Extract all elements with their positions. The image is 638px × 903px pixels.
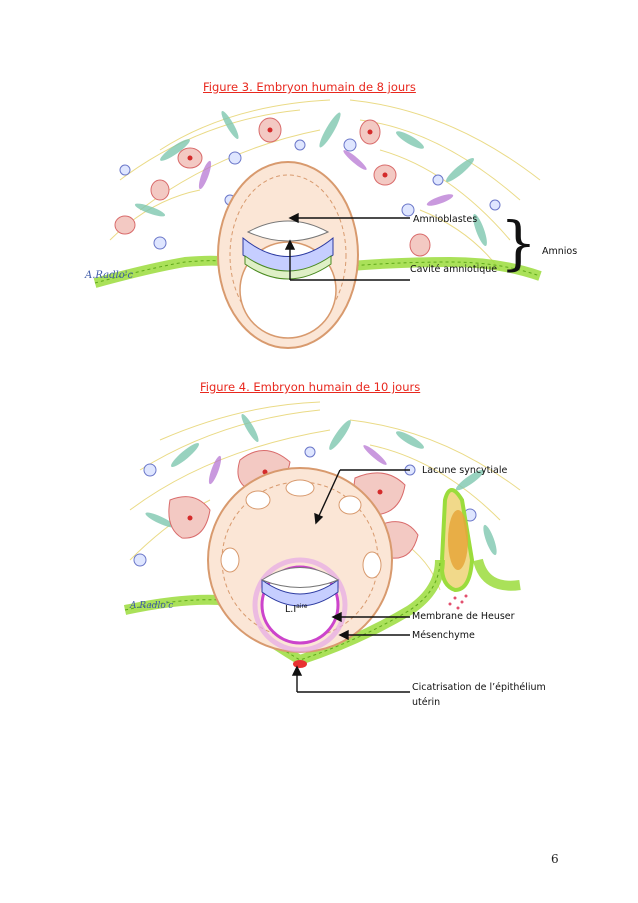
label-amnioblastes: Amnioblastes <box>413 214 478 225</box>
label-mesenchyme: Mésenchyme <box>412 630 475 641</box>
label-membrane-heuser: Membrane de Heuser <box>412 611 515 622</box>
figure-3-title: Figure 3. Embryon humain de 8 jours <box>203 80 416 94</box>
svg-text:A.Radlo'c: A.Radlo'c <box>129 601 173 611</box>
svg-text:A.Radlo'c: A.Radlo'c <box>84 270 133 281</box>
amnios-brace: } <box>500 209 537 277</box>
label-li-sup: aire <box>296 603 308 610</box>
label-amnios: Amnios <box>542 246 578 257</box>
label-li-text: L.I <box>285 604 297 616</box>
label-cicatrisation: Cicatrisation de l’épithélium utérin <box>412 682 546 708</box>
page-number: 6 <box>551 852 559 866</box>
label-lacune-syncytiale: Lacune syncytiale <box>422 465 508 476</box>
figure-4-title: Figure 4. Embryon humain de 10 jours <box>200 380 421 394</box>
label-li: L.Iaire <box>285 603 308 615</box>
label-cavite-amniotique: Cavité amniotique <box>410 264 498 275</box>
